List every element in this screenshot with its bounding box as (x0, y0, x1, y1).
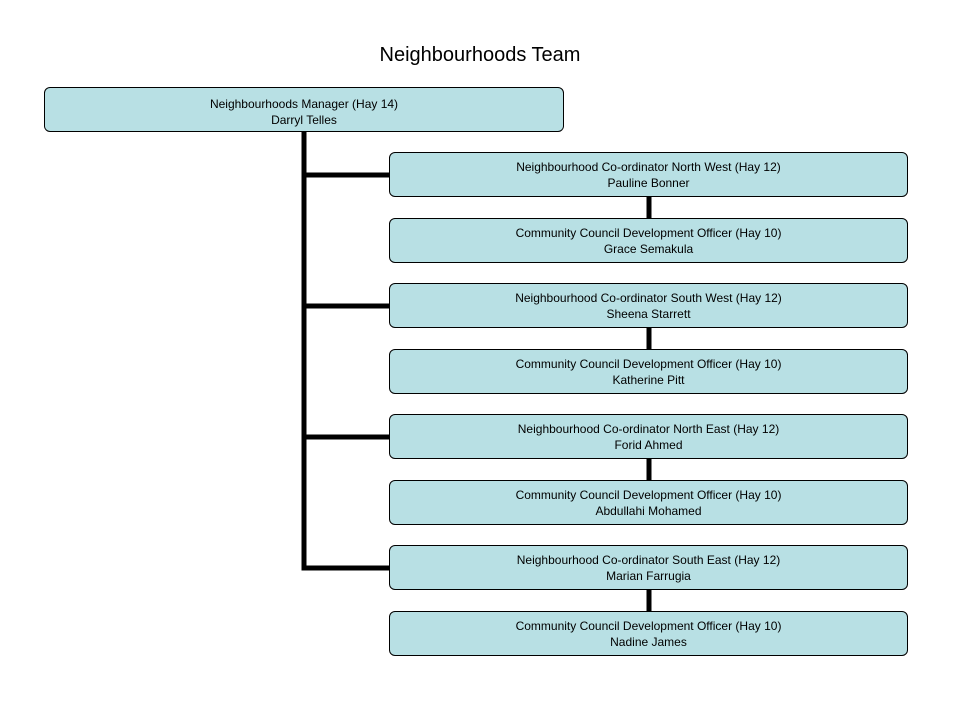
coordinator-role: Neighbourhood Co-ordinator North West (H… (516, 159, 781, 174)
officer-role: Community Council Development Officer (H… (515, 618, 782, 633)
officer-name: Abdullahi Mohamed (595, 503, 702, 518)
coordinator-south-east-box: Neighbourhood Co-ordinator South East (H… (389, 545, 908, 590)
officer-name: Nadine James (610, 634, 687, 649)
coordinator-role: Neighbourhood Co-ordinator South West (H… (515, 290, 782, 305)
officer-north-west-box: Community Council Development Officer (H… (389, 218, 908, 263)
manager-name: Darryl Telles (271, 113, 337, 127)
manager-role: Neighbourhoods Manager (Hay 14) (209, 97, 399, 111)
officer-role: Community Council Development Officer (H… (515, 225, 782, 240)
officer-south-east-box: Community Council Development Officer (H… (389, 611, 908, 656)
page-title: Neighbourhoods Team (379, 44, 581, 66)
coordinator-role: Neighbourhood Co-ordinator South East (H… (516, 552, 781, 567)
coordinator-north-west-box: Neighbourhood Co-ordinator North West (H… (389, 152, 908, 197)
officer-south-west-box: Community Council Development Officer (H… (389, 349, 908, 394)
officer-name: Grace Semakula (603, 241, 694, 256)
coordinator-name: Sheena Starrett (606, 306, 691, 321)
officer-role: Community Council Development Officer (H… (515, 487, 782, 502)
coordinator-name: Forid Ahmed (614, 437, 683, 452)
manager-box: Neighbourhoods Manager (Hay 14) Darryl T… (44, 87, 564, 132)
coordinator-role: Neighbourhood Co-ordinator North East (H… (517, 421, 780, 436)
coordinator-name: Pauline Bonner (607, 175, 690, 190)
coordinator-name: Marian Farrugia (606, 568, 691, 583)
coordinator-north-east-box: Neighbourhood Co-ordinator North East (H… (389, 414, 908, 459)
officer-name: Katherine Pitt (612, 372, 685, 387)
coordinator-south-west-box: Neighbourhood Co-ordinator South West (H… (389, 283, 908, 328)
officer-role: Community Council Development Officer (H… (515, 356, 782, 371)
officer-north-east-box: Community Council Development Officer (H… (389, 480, 908, 525)
